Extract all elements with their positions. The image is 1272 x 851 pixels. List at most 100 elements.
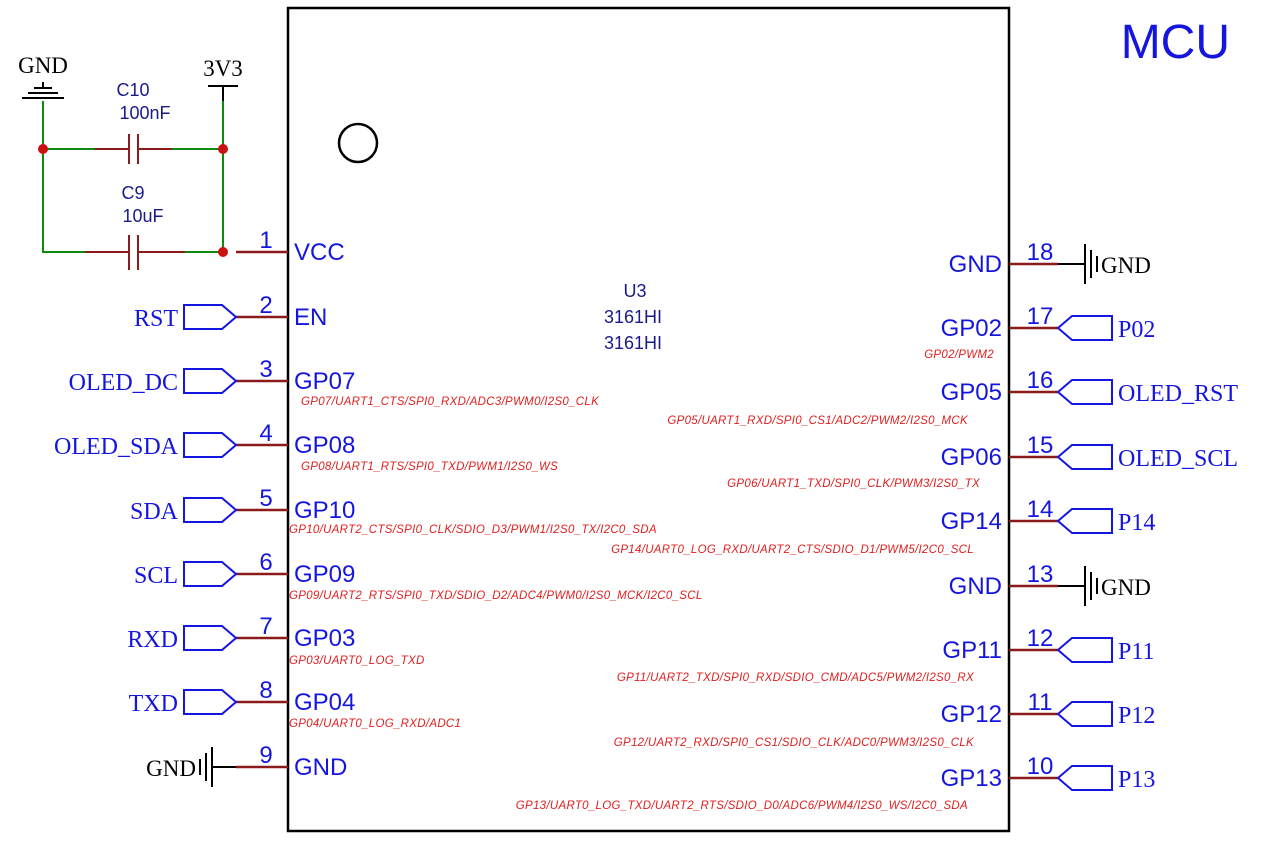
- net-flag-icon[interactable]: [1056, 765, 1113, 791]
- net-flag-icon[interactable]: [1056, 701, 1113, 727]
- net-flag-icon[interactable]: [183, 432, 238, 458]
- pin-function: GP08/UART1_RTS/SPI0_TXD/PWM1/I2S0_WS: [301, 461, 558, 473]
- pin-name: GP08: [294, 432, 355, 459]
- pin-number: 10: [1027, 753, 1054, 780]
- pin-name: GP04: [294, 689, 355, 716]
- pin-name: GP06: [941, 444, 1002, 471]
- net-label[interactable]: P12: [1118, 703, 1155, 729]
- c9-ref: C9: [121, 183, 144, 203]
- pin1-marker: [337, 122, 379, 164]
- c10-ref: C10: [116, 80, 149, 100]
- pin-function: GP05/UART1_RXD/SPI0_CS1/ADC2/PWM2/I2S0_M…: [667, 415, 969, 427]
- v33-symbol-icon: [208, 85, 238, 101]
- net-label[interactable]: P02: [1118, 317, 1155, 343]
- c10-value: 100nF: [119, 103, 170, 123]
- pin-4[interactable]: 4 GP08 OLED_SDA GP08/UART1_RTS/SPI0_TXD/PWM…: [54, 420, 558, 473]
- sheet-title: MCU: [1121, 16, 1230, 69]
- pin-number: 7: [259, 613, 272, 640]
- net-flag-icon[interactable]: [1056, 508, 1113, 534]
- pin-function: GP04/UART0_LOG_RXD/ADC1: [289, 718, 461, 730]
- net-flag-icon[interactable]: [183, 304, 238, 330]
- pin-number: 2: [259, 292, 272, 319]
- net-label[interactable]: OLED_SDA: [54, 434, 179, 460]
- net-flag-icon[interactable]: [183, 368, 238, 394]
- net-label: GND: [146, 756, 196, 781]
- net-label[interactable]: RXD: [127, 627, 178, 653]
- pin-name: GND: [294, 754, 347, 781]
- net-flag-icon[interactable]: [183, 625, 238, 651]
- chip-value-2: 3161HI: [604, 333, 662, 353]
- chip-body[interactable]: [286, 6, 1011, 833]
- net-label[interactable]: SDA: [130, 499, 179, 525]
- net-flag-icon[interactable]: [183, 561, 238, 587]
- gnd-net-label: GND: [18, 53, 68, 78]
- gnd-symbol-icon: [22, 82, 64, 99]
- pin-name: GP11: [942, 637, 1002, 664]
- pin-function: GP12/UART2_RXD/SPI0_CS1/SDIO_CLK/ADC0/PW…: [614, 737, 975, 749]
- capacitor-c9-icon[interactable]: [85, 235, 185, 270]
- pin-name: GP14: [941, 508, 1002, 535]
- pin-14[interactable]: 14 GP14 P14GP14/UART0_LOG_RXD/UART2_CTS/SD…: [611, 496, 1155, 556]
- pin-number: 3: [259, 356, 272, 383]
- junction-dot: [218, 144, 228, 154]
- pin-number: 15: [1027, 432, 1054, 459]
- net-flag-icon[interactable]: [1056, 379, 1113, 405]
- pin-function: GP07/UART1_CTS/SPI0_RXD/ADC3/PWM0/I2S0_C…: [301, 396, 600, 408]
- chip-value: 3161HI: [604, 307, 662, 327]
- net-label[interactable]: OLED_SCL: [1118, 446, 1238, 472]
- pin-6[interactable]: 6 GP09 SCL GP09/UART2_RTS/SPI0_TXD/SDIO_D2/…: [134, 549, 703, 602]
- net-label[interactable]: OLED_RST: [1118, 381, 1238, 407]
- pin-number: 4: [259, 420, 272, 447]
- net-flag-icon[interactable]: [1056, 315, 1113, 341]
- net-label[interactable]: OLED_DC: [69, 370, 178, 396]
- pin-number: 17: [1027, 303, 1054, 330]
- pin-name: GP09: [294, 561, 355, 588]
- net-label: GND: [1101, 253, 1151, 278]
- net-label[interactable]: TXD: [129, 691, 178, 717]
- junction-dot: [218, 247, 228, 257]
- pin-number: 16: [1027, 367, 1054, 394]
- net-label[interactable]: P11: [1118, 639, 1154, 665]
- net-flag-icon[interactable]: [1056, 444, 1113, 470]
- v33-net-label: 3V3: [203, 56, 243, 81]
- net-label[interactable]: P13: [1118, 767, 1155, 793]
- net-label[interactable]: RST: [134, 306, 178, 332]
- wire-group: [42, 101, 224, 253]
- pin-number: 18: [1027, 239, 1054, 266]
- gnd-symbol-icon: [199, 747, 236, 787]
- net-flag-icon[interactable]: [183, 497, 238, 523]
- net-flag-icon[interactable]: [1056, 637, 1113, 663]
- net-label[interactable]: P14: [1118, 510, 1155, 536]
- pin-number: 5: [259, 485, 272, 512]
- pin-function: GP14/UART0_LOG_RXD/UART2_CTS/SDIO_D1/PWM…: [611, 544, 974, 556]
- pin-function: GP09/UART2_RTS/SPI0_TXD/SDIO_D2/ADC4/PWM…: [289, 590, 703, 602]
- junction-dot: [38, 144, 48, 154]
- pin-number: 9: [259, 742, 272, 769]
- pin-function: GP03/UART0_LOG_TXD: [289, 655, 425, 667]
- net-label[interactable]: SCL: [134, 563, 178, 589]
- net-flag-icon[interactable]: [183, 689, 238, 715]
- pin-name: GP12: [941, 701, 1002, 728]
- c9-value: 10uF: [122, 206, 163, 226]
- pin-number: 1: [259, 227, 272, 254]
- pin-name: GP02: [941, 315, 1002, 342]
- capacitor-c10-icon[interactable]: [95, 134, 172, 164]
- pin-number: 14: [1027, 496, 1054, 523]
- pin-number: 6: [259, 549, 272, 576]
